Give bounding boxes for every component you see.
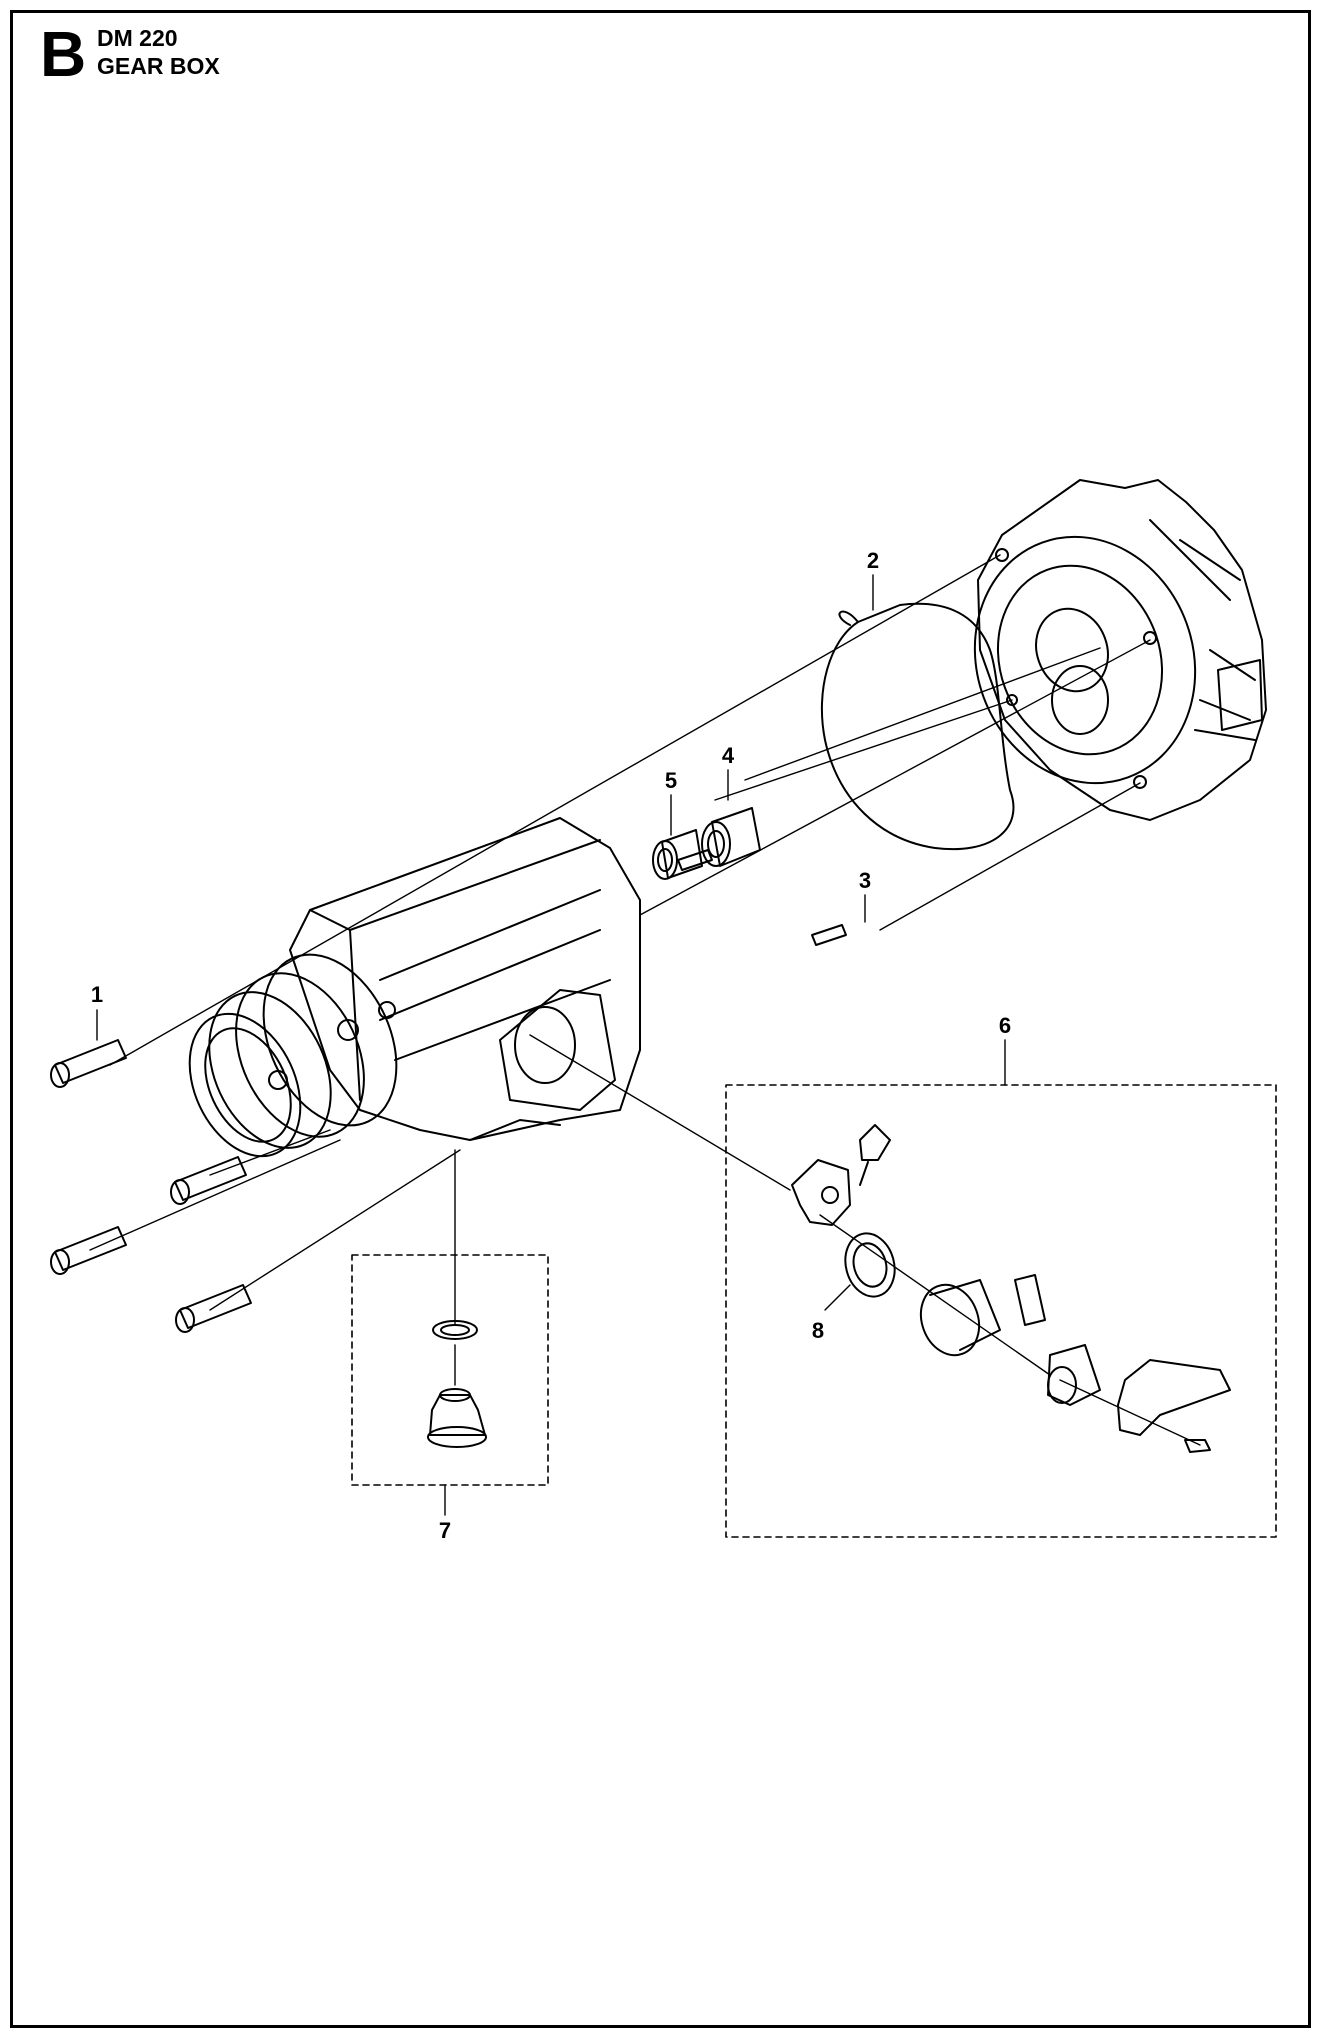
kit-box-7 — [351, 1254, 549, 1486]
callout-7: 7 — [439, 1518, 451, 1543]
page-border — [10, 10, 1311, 2028]
kit-6-parts — [791, 1124, 1231, 1453]
kit-box-6 — [725, 1084, 1277, 1538]
gasket-2 — [821, 602, 1015, 851]
rear-housing — [973, 479, 1267, 821]
screws-1 — [50, 1039, 252, 1333]
section-letter: B — [40, 18, 87, 90]
callout-8: 8 — [812, 1318, 824, 1343]
leader-lines — [96, 574, 1006, 1516]
callout-4: 4 — [722, 743, 735, 768]
model-name: DM 220 — [97, 25, 178, 51]
gear-box-body — [188, 817, 641, 1158]
callout-6: 6 — [999, 1013, 1011, 1038]
callout-5: 5 — [665, 768, 677, 793]
explode-lines — [89, 554, 1201, 1446]
bearing-4 — [701, 807, 761, 867]
plug-and-washer — [427, 1320, 487, 1448]
pins-3 — [677, 849, 847, 946]
callout-1: 1 — [91, 982, 103, 1007]
page-title: GEAR BOX — [97, 53, 220, 79]
callout-3: 3 — [859, 868, 871, 893]
callout-2: 2 — [867, 548, 879, 573]
